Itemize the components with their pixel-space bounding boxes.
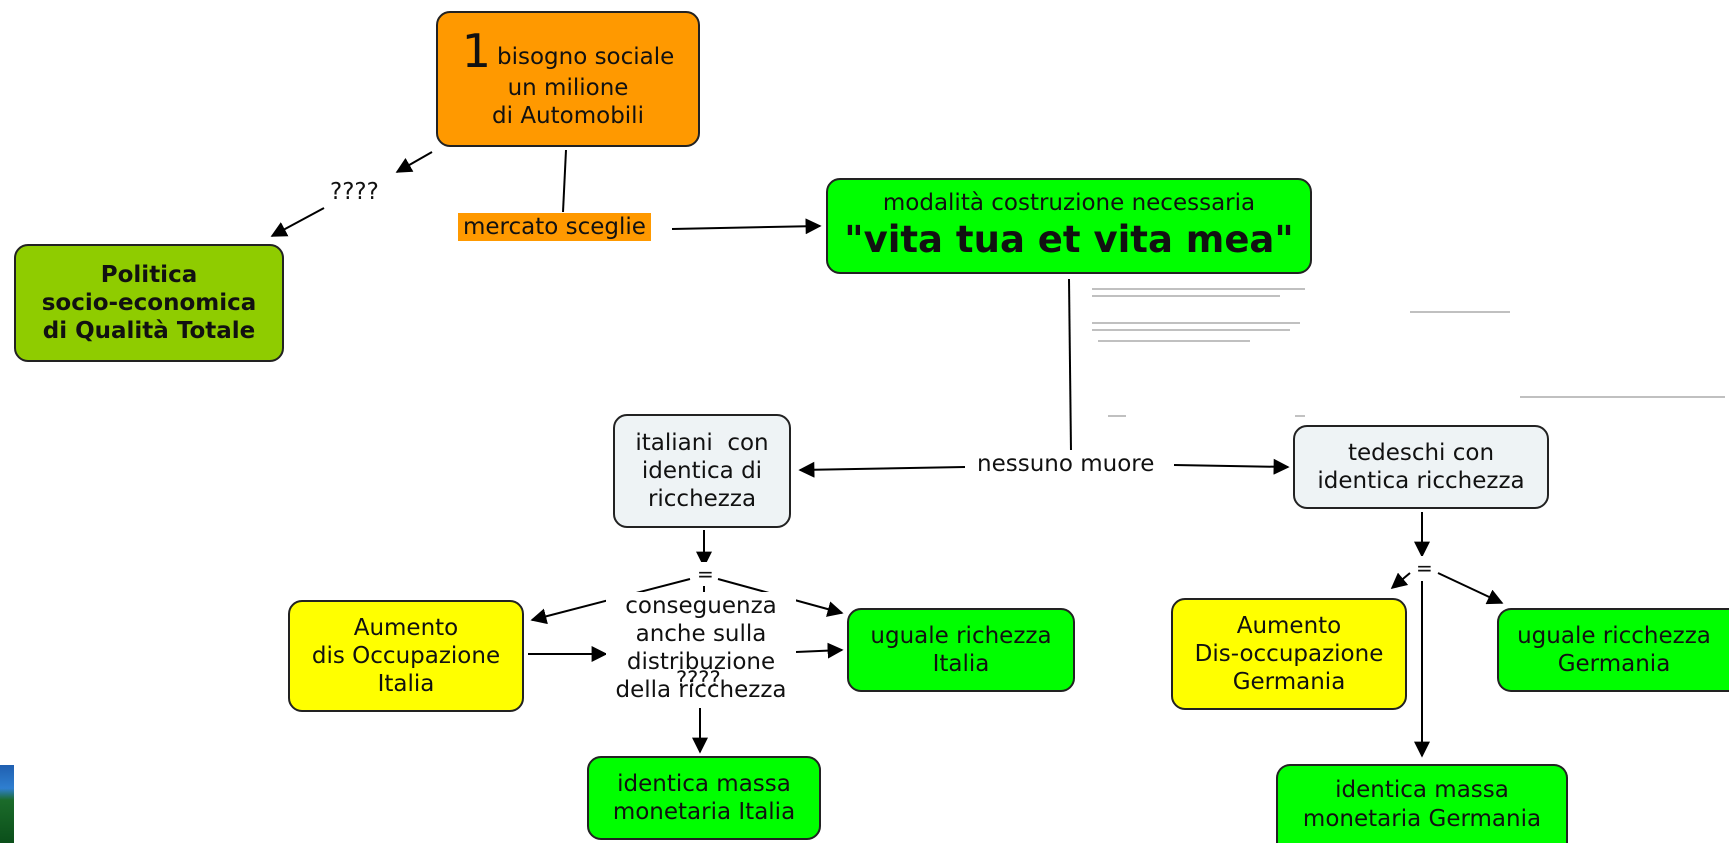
connector-consequence-to-wealth-it <box>795 642 844 659</box>
connector-question-to-policy <box>270 207 325 237</box>
unemp-it-line-1: Aumento <box>353 614 459 641</box>
wealth-de-line-2: Germania <box>1557 651 1671 677</box>
equal-wealth-germany-node: uguale ricchezza Germania <box>1497 608 1729 692</box>
connector-market-to-mode <box>671 218 822 235</box>
connector-equals-to-unemp-de <box>1390 572 1411 590</box>
money-mass-italy-node: identica massa monetaria Italia <box>587 756 821 840</box>
mass-it-line-1: identica massa <box>617 770 791 797</box>
germans-node: tedeschi con identica ricchezza <box>1293 425 1549 509</box>
connector-nobody-to-italians <box>798 461 966 478</box>
motto-text: "vita tua et vita mea" <box>844 218 1294 262</box>
market-chooses-label: mercato sceglie <box>458 213 651 242</box>
connector-top-to-question <box>395 151 433 173</box>
connector-top-to-market <box>562 149 567 213</box>
money-mass-germany-node: identica massa monetaria Germania <box>1276 764 1568 843</box>
wealth-it-line-2: Italia <box>932 651 990 677</box>
question-left-label: ???? <box>330 178 379 207</box>
germans-line-2: identica ricchezza <box>1317 468 1525 494</box>
million-text: un milione <box>507 74 629 101</box>
italians-line-3: ricchezza <box>647 486 757 513</box>
wealth-it-line-1: uguale richezza <box>870 622 1052 649</box>
policy-line-3: di Qualità Totale <box>42 318 256 345</box>
germans-line-1: tedeschi con <box>1347 439 1495 466</box>
number-one: 1 <box>461 23 491 78</box>
italians-node: italiani con identica di ricchezza <box>613 414 791 528</box>
policy-line-2: socio-economica <box>41 289 257 316</box>
consequence-line-4: della ricchezza <box>606 676 796 705</box>
unemp-de-line-2: Dis-occupazione <box>1194 640 1384 667</box>
scan-artifact-lines <box>1092 288 1725 417</box>
construction-mode-text: modalità costruzione necessaria <box>882 190 1256 217</box>
connector-nobody-to-germans <box>1173 458 1290 475</box>
mass-de-line-1: identica massa <box>1335 777 1509 804</box>
italians-line-2: identica di <box>641 457 763 484</box>
unemp-it-line-3: Italia <box>377 671 435 698</box>
logo-image <box>0 765 14 843</box>
social-need-text: bisogno sociale <box>496 43 675 70</box>
consequence-line-1: conseguenza <box>606 592 796 621</box>
policy-line-1: Politica <box>100 261 198 288</box>
unemp-de-line-1: Aumento <box>1236 612 1342 639</box>
question-mid-label: ???? <box>676 667 721 691</box>
policy-node: Politica socio-economica di Qualità Tota… <box>14 244 284 362</box>
unemployment-germany-node: Aumento Dis-occupazione Germania <box>1171 598 1407 710</box>
mass-it-line-2: monetaria Italia <box>612 799 796 825</box>
connector-equals-to-wealth-de <box>1437 572 1504 605</box>
equal-wealth-italy-node: uguale richezza Italia <box>847 608 1075 692</box>
equals-sign-italy: = <box>695 562 716 587</box>
consequence-label: conseguenza anche sulla distribuzione de… <box>606 592 796 705</box>
automobiles-text: di Automobili <box>492 103 644 129</box>
unemployment-italy-node: Aumento dis Occupazione Italia <box>288 600 524 712</box>
unemp-it-line-2: dis Occupazione <box>311 642 501 669</box>
consequence-line-3: distribuzione <box>606 648 796 677</box>
connector-mode-to-nobody <box>1068 278 1072 453</box>
consequence-line-2: anche sulla <box>606 620 796 649</box>
mass-de-line-2: monetaria Germania <box>1302 805 1542 832</box>
italians-line-1: italiani con <box>635 429 769 456</box>
equals-sign-germany: = <box>1414 556 1435 581</box>
unemp-de-line-3: Germania <box>1232 669 1346 696</box>
construction-mode-node: modalità costruzione necessaria "vita tu… <box>826 178 1312 274</box>
nobody-dies-label: nessuno muore <box>974 450 1158 479</box>
wealth-de-line-1: uguale ricchezza <box>1517 622 1711 649</box>
